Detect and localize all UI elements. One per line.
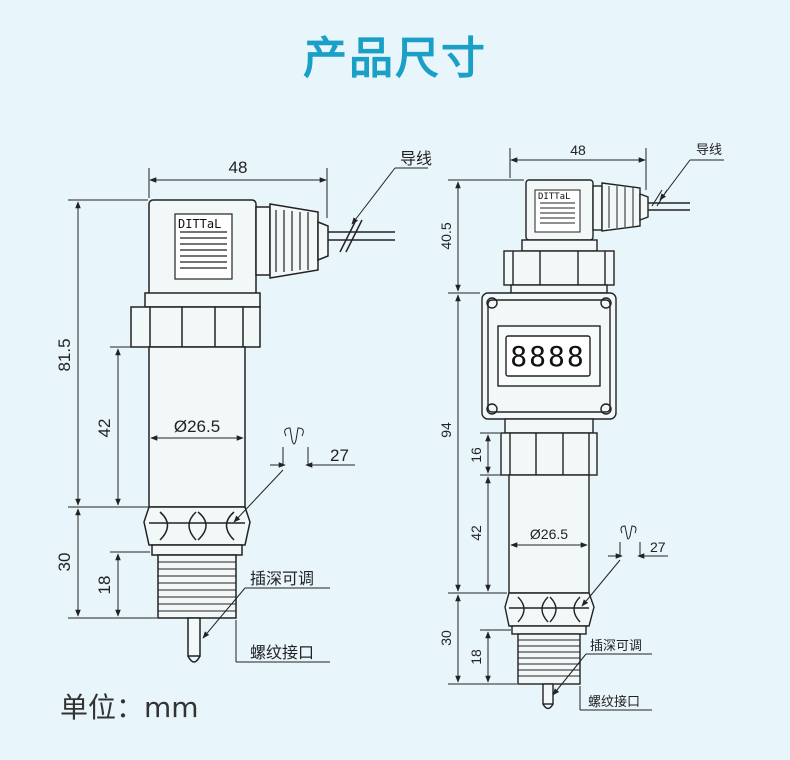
right-display-screen [505, 335, 591, 377]
right-thread-total-label: 30 [438, 630, 454, 646]
page-title: 产品尺寸 [303, 33, 487, 84]
left-adjustable-label: 插深可调 [250, 569, 314, 588]
right-brand-text: DITTaL [538, 192, 571, 202]
right-head-height-label: 40.5 [438, 222, 454, 249]
left-body-height-label: 42 [95, 419, 114, 438]
right-diameter-label: Ø26.5 [530, 526, 568, 542]
left-cable-gland [269, 203, 319, 279]
right-thread-label: 螺纹接口 [588, 694, 640, 710]
right-wire-label: 导线 [696, 143, 722, 158]
right-middle-nut [500, 432, 598, 476]
left-thread-len-label: 18 [95, 576, 114, 595]
right-adjustable-label: 插深可调 [590, 639, 642, 654]
left-dimension-lines [68, 167, 428, 663]
left-total-height-label: 81.5 [55, 338, 74, 371]
right-body [508, 474, 590, 594]
right-top-width-label: 48 [570, 142, 586, 158]
right-lower-hex [504, 592, 595, 627]
left-thread-label: 螺纹接口 [250, 643, 314, 662]
right-body-height-label: 42 [468, 525, 484, 541]
right-cable-gland [601, 182, 641, 232]
left-wire-label: 导线 [400, 149, 432, 168]
right-nut-height-label: 16 [468, 447, 484, 463]
right-sensor [481, 179, 690, 710]
right-body-total-label: 94 [438, 422, 454, 438]
left-sensor [130, 199, 395, 663]
unit-label: 单位：mm [60, 691, 199, 724]
left-top-width-label: 48 [229, 158, 248, 177]
right-display-digits: 8888 [510, 340, 585, 373]
right-wrench-label: 27 [650, 539, 666, 555]
left-diameter-label: Ø26.5 [174, 417, 220, 436]
left-lower-hex [143, 506, 251, 546]
left-wrench-label: 27 [330, 446, 349, 465]
left-thread-total-label: 30 [55, 553, 74, 572]
right-upper-nut [503, 250, 615, 286]
left-brand-text: DITTaL [178, 217, 221, 231]
right-thread-len-label: 18 [468, 649, 484, 665]
left-thread [157, 554, 237, 619]
right-dimension-lines [448, 148, 724, 711]
